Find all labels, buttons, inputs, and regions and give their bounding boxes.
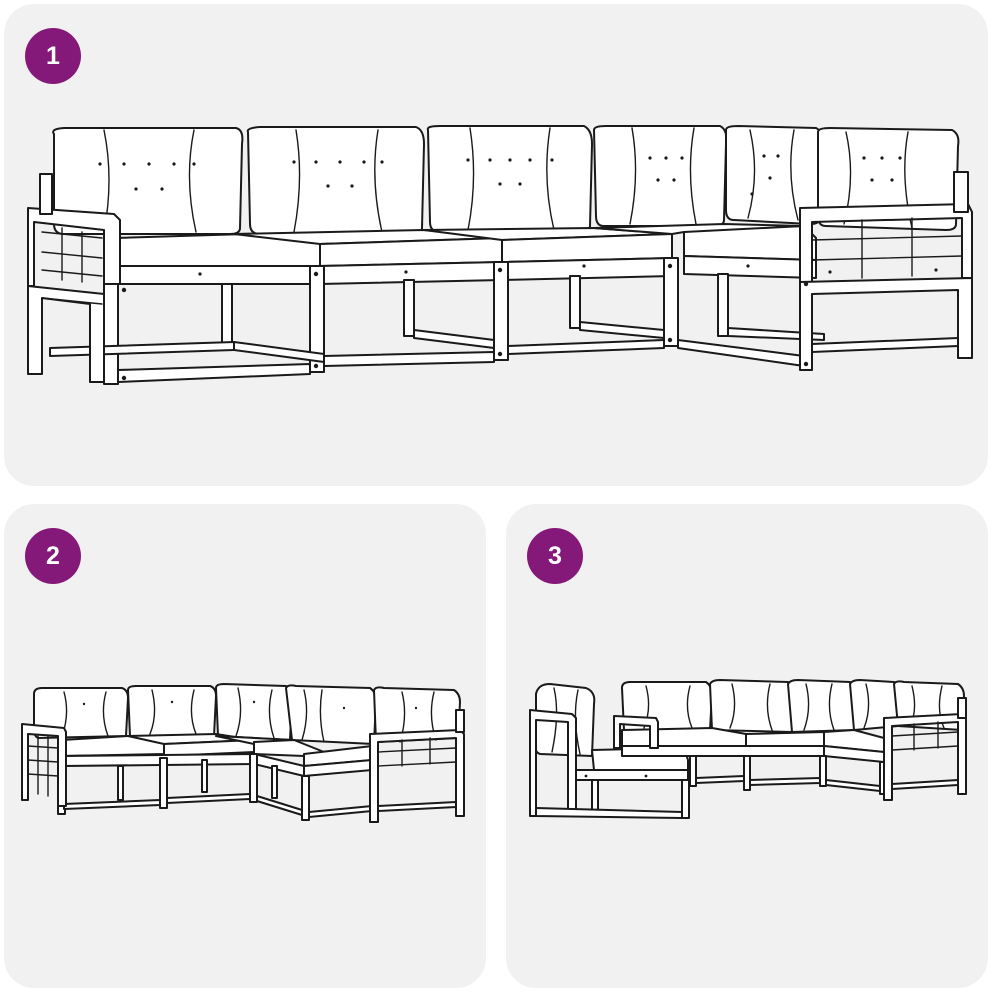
assembled-sectional-sofa-illustration — [27, 125, 973, 385]
sofa-base-frames — [49, 255, 825, 385]
detached-corner-module — [529, 683, 690, 819]
step-3-panel: 3 — [506, 504, 988, 988]
sofa-base-frames — [621, 745, 887, 795]
step-1-panel: 1 — [4, 4, 988, 486]
right-armrest — [883, 697, 967, 801]
step-1-badge: 1 — [25, 28, 81, 84]
seat-cushions — [115, 223, 817, 267]
left-armrest — [27, 173, 121, 383]
back-cushion-2 — [246, 126, 425, 235]
right-armrest — [369, 709, 465, 823]
left-armrest — [613, 715, 659, 749]
sofa-arrangement-illustration — [21, 683, 465, 823]
back-cushion-4 — [593, 125, 728, 227]
seat-cushions — [61, 733, 373, 767]
sofa-base-frames — [57, 753, 373, 821]
step-2-panel: 2 — [4, 504, 486, 988]
step-2-badge: 2 — [25, 528, 81, 584]
back-cushion-3 — [426, 125, 593, 233]
sofa-with-detached-module-illustration — [529, 679, 967, 819]
step-3-badge: 3 — [527, 528, 583, 584]
right-armrest — [799, 171, 973, 371]
back-cushions — [33, 683, 461, 745]
back-cushion-1 — [52, 127, 244, 235]
left-armrest — [21, 723, 67, 807]
